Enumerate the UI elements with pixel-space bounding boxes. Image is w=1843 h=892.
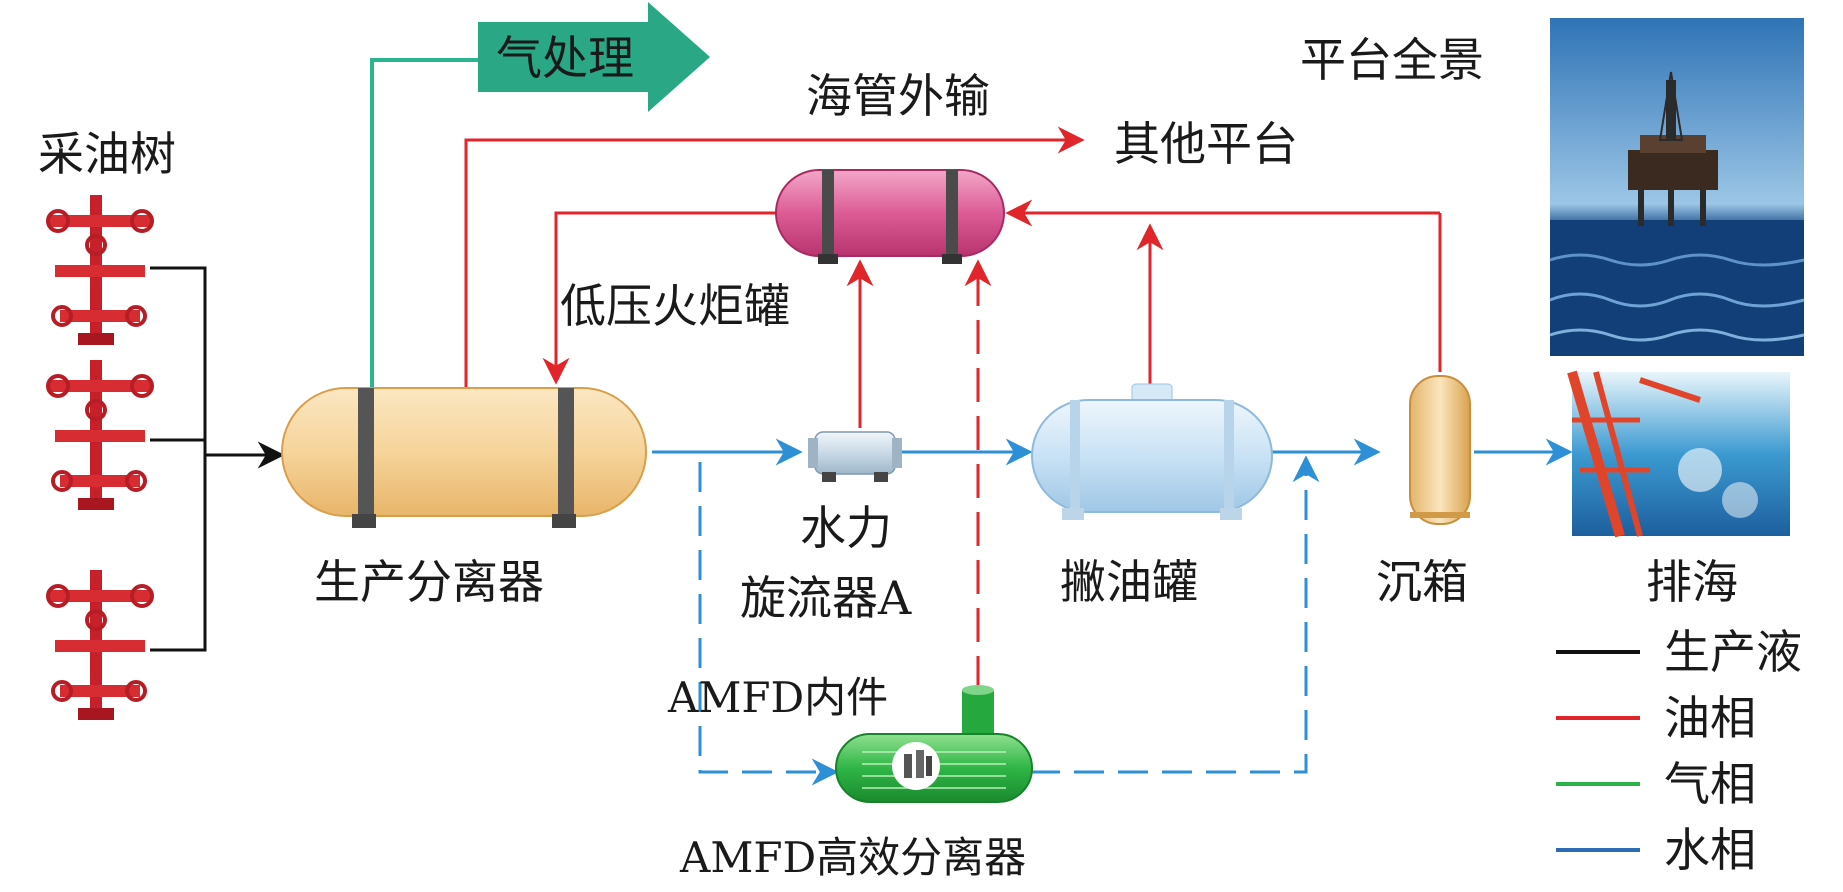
platform-photo xyxy=(1549,18,1805,356)
wellheads-label: 采油树 xyxy=(38,127,176,181)
production-separator-icon xyxy=(281,387,647,528)
amfd-internals-label: AMFD内件 xyxy=(667,673,888,722)
wellhead-3-icon xyxy=(46,570,154,720)
legend-label-production-liquid: 生产液 xyxy=(1664,625,1802,679)
caisson-label: 沉箱 xyxy=(1376,555,1468,609)
flare-tank-label: 低压火炬罐 xyxy=(560,279,790,333)
legend: 生产液 油相 气相 水相 xyxy=(1556,625,1802,877)
legend-label-water: 水相 xyxy=(1664,823,1756,877)
discharge-label: 排海 xyxy=(1646,555,1738,609)
other-platforms-label: 其他平台 xyxy=(1114,117,1298,171)
subsea-export-label: 海管外输 xyxy=(806,69,990,123)
amfd-separator-icon xyxy=(835,685,1033,803)
hydrocyclone-label-1: 水力 xyxy=(800,501,892,555)
wellhead-2-icon xyxy=(46,360,154,510)
gas-line xyxy=(370,58,480,388)
production-liquid-lines xyxy=(150,266,285,652)
caisson-icon xyxy=(1409,375,1471,525)
discharge-photo xyxy=(1567,370,1790,538)
legend-label-gas: 气相 xyxy=(1664,757,1756,811)
platform-view-label: 平台全景 xyxy=(1300,33,1484,87)
skim-tank-label: 撇油罐 xyxy=(1060,555,1198,609)
gas-treatment-arrow-icon xyxy=(478,2,710,112)
flare-tank-icon xyxy=(775,169,1005,264)
hydrocyclone-label-2: 旋流器A xyxy=(740,571,912,625)
hydrocyclone-icon xyxy=(808,431,902,482)
wellhead-1-icon xyxy=(46,195,154,345)
water-lines xyxy=(652,438,1573,786)
legend-label-oil: 油相 xyxy=(1664,691,1756,745)
amfd-separator-label: AMFD高效分离器 xyxy=(679,833,1026,882)
skim-tank-icon xyxy=(1031,383,1273,520)
production-separator-label: 生产分离器 xyxy=(314,555,544,609)
gas-treatment-label: 气处理 xyxy=(496,31,634,85)
oil-lines xyxy=(464,126,1442,690)
